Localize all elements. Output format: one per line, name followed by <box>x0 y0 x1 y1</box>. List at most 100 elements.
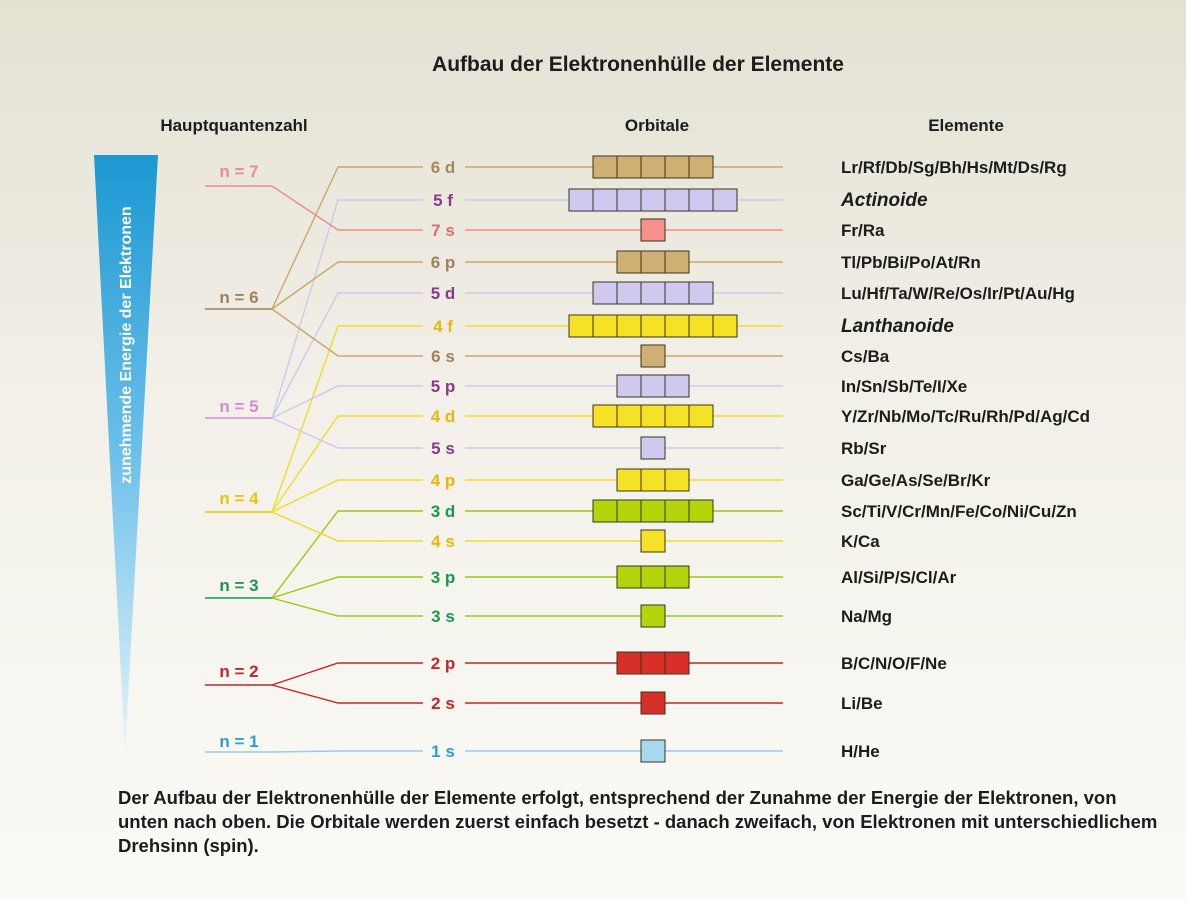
shell-connector <box>271 325 423 513</box>
orbital-box <box>640 188 666 212</box>
diagram-title: Aufbau der Elektronenhülle der Elemente <box>432 53 844 76</box>
orbital-box <box>640 604 666 628</box>
shell-connector <box>271 199 423 419</box>
orbital-box <box>688 155 714 179</box>
shell-connector <box>271 750 423 753</box>
orbital-box <box>640 651 666 675</box>
shell-connector <box>271 511 423 542</box>
orbital-box <box>592 499 618 523</box>
orbital-box <box>640 281 666 305</box>
orbital-label: 5 p <box>431 377 456 396</box>
orbital-label: 3 s <box>431 607 455 626</box>
orbital-box <box>688 404 714 428</box>
orbital-box <box>616 468 642 492</box>
orbital-label: 4 d <box>431 407 456 426</box>
shell-label: n = 2 <box>219 662 258 681</box>
element-label: H/He <box>841 742 880 761</box>
orbital-label: 4 f <box>433 317 453 336</box>
orbital-label: 6 s <box>431 347 455 366</box>
orbital-label: 4 s <box>431 532 455 551</box>
element-label: Rb/Sr <box>841 439 887 458</box>
orbital-box <box>640 468 666 492</box>
orbital-box <box>616 404 642 428</box>
orbital-box <box>664 374 690 398</box>
header-elemente: Elemente <box>928 116 1004 135</box>
header-hauptquantenzahl: Hauptquantenzahl <box>160 116 307 135</box>
shell-connector <box>271 597 423 617</box>
header-orbitale: Orbitale <box>625 116 689 135</box>
element-label: Sc/Ti/V/Cr/Mn/Fe/Co/Ni/Cu/Zn <box>841 502 1077 521</box>
orbital-label: 6 d <box>431 158 456 177</box>
orbital-box <box>664 499 690 523</box>
orbital-box <box>616 499 642 523</box>
element-label: Cs/Ba <box>841 347 890 366</box>
orbital-label: 3 d <box>431 502 456 521</box>
shell-connector <box>271 185 423 231</box>
orbital-label: 5 d <box>431 284 456 303</box>
orbital-box <box>592 188 618 212</box>
shell-connector <box>271 292 423 419</box>
orbital-box <box>616 155 642 179</box>
shell-connector <box>271 385 423 419</box>
shell-label: n = 6 <box>219 288 258 307</box>
orbital-box <box>712 314 738 338</box>
orbital-label: 5 s <box>431 439 455 458</box>
shell-connector <box>271 662 423 686</box>
orbital-box <box>592 155 618 179</box>
orbital-box <box>616 314 642 338</box>
shell-connector <box>271 479 423 513</box>
orbital-box <box>688 499 714 523</box>
orbital-label: 3 p <box>431 568 456 587</box>
orbital-box <box>688 314 714 338</box>
element-label: Fr/Ra <box>841 221 885 240</box>
orbital-box <box>664 404 690 428</box>
element-label: Lr/Rf/Db/Sg/Bh/Hs/Mt/Ds/Rg <box>841 158 1067 177</box>
element-label: In/Sn/Sb/Te/I/Xe <box>841 377 967 396</box>
orbital-box <box>712 188 738 212</box>
orbital-box <box>640 739 666 763</box>
element-label: Lu/Hf/Ta/W/Re/Os/Ir/Pt/Au/Hg <box>841 284 1075 303</box>
orbital-label: 4 p <box>431 471 456 490</box>
orbital-box <box>664 314 690 338</box>
element-group-label: Lanthanoide <box>841 316 954 337</box>
orbital-box <box>616 250 642 274</box>
orbital-box <box>616 188 642 212</box>
caption-text: Der Aufbau der Elektronenhülle der Eleme… <box>118 787 1158 856</box>
shell-connector <box>271 576 423 599</box>
orbital-box <box>592 314 618 338</box>
orbital-box <box>616 651 642 675</box>
orbital-box <box>568 188 594 212</box>
orbital-box <box>616 374 642 398</box>
orbital-box <box>616 565 642 589</box>
orbital-label: 1 s <box>431 742 455 761</box>
shell-labels: n = 7n = 6n = 5n = 4n = 3n = 2n = 1 <box>219 162 259 751</box>
element-label: Na/Mg <box>841 607 892 626</box>
shell-label: n = 4 <box>219 489 259 508</box>
orbital-box <box>640 436 666 460</box>
connector-lines <box>205 166 783 753</box>
shell-connector <box>271 684 423 704</box>
orbital-box <box>640 499 666 523</box>
shell-label: n = 7 <box>219 162 258 181</box>
element-label: Tl/Pb/Bi/Po/At/Rn <box>841 253 981 272</box>
shell-connector <box>271 166 423 310</box>
orbital-box <box>640 314 666 338</box>
energy-wedge <box>94 155 158 752</box>
orbital-label: 5 f <box>433 191 453 210</box>
orbital-box <box>640 155 666 179</box>
orbital-box <box>592 404 618 428</box>
shell-label: n = 3 <box>219 576 258 595</box>
orbital-box <box>640 529 666 553</box>
orbital-box <box>640 565 666 589</box>
element-label: K/Ca <box>841 532 880 551</box>
orbital-box <box>640 691 666 715</box>
shell-connector <box>271 415 423 513</box>
orbital-label: 7 s <box>431 221 455 240</box>
orbital-box <box>664 188 690 212</box>
shell-label: n = 1 <box>219 732 258 751</box>
element-label: B/C/N/O/F/Ne <box>841 654 947 673</box>
orbital-box <box>640 404 666 428</box>
orbital-label: 2 p <box>431 654 456 673</box>
orbital-box <box>640 344 666 368</box>
